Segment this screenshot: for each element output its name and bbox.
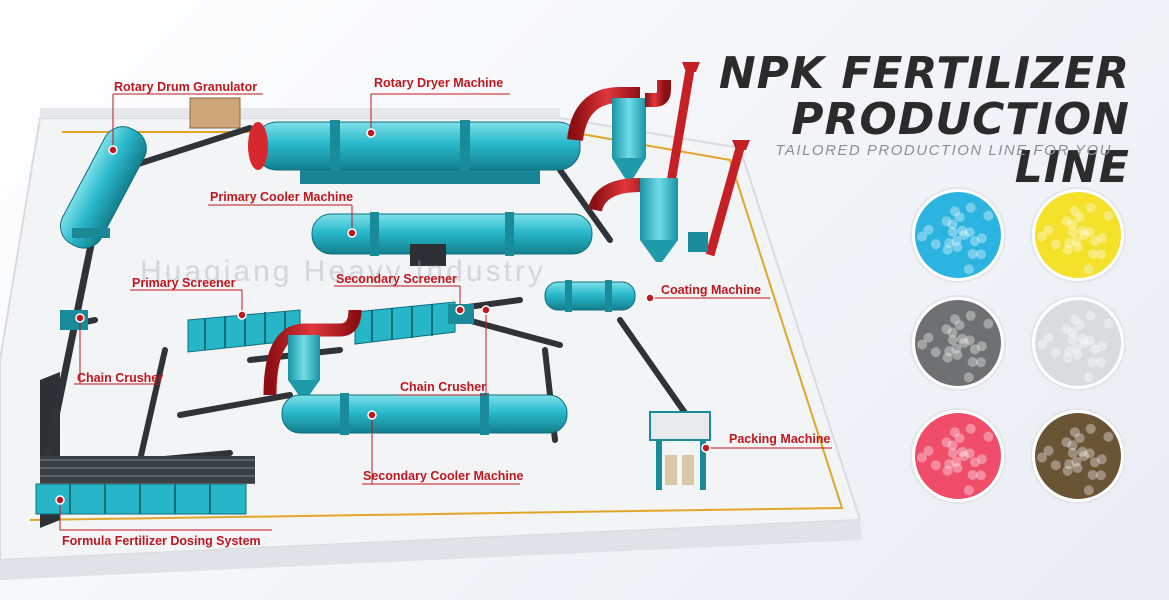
label-secondary-screener: Secondary Screener	[336, 272, 457, 286]
label-chain-crusher-left: Chain Crusher	[77, 371, 164, 385]
page-subtitle: TAILORED PRODUCTION LINE FOR YOU	[775, 142, 1112, 159]
sample-yellow-granules	[1030, 187, 1126, 283]
sample-brown-granules	[1030, 408, 1126, 504]
watermark: Huaqiang Heavy Industry	[140, 255, 546, 288]
label-primary-cooler: Primary Cooler Machine	[210, 190, 354, 204]
label-packing-machine: Packing Machine	[729, 432, 831, 446]
label-leader-lines	[59, 93, 832, 531]
back-wall	[40, 108, 560, 118]
sample-blue-granules	[910, 187, 1006, 283]
secondary-cooler-machine	[281, 393, 568, 435]
dryer-dust-collector	[567, 62, 700, 201]
sample-gray-granules	[910, 295, 1006, 391]
rotary-drum-granulator-machine	[60, 97, 241, 249]
secondary-screener-machine	[354, 301, 456, 345]
factory-floor-front-wall	[0, 520, 862, 580]
granule-samples	[910, 187, 1126, 504]
page-title-line-1: NPK FERTILIZER	[718, 48, 1130, 99]
label-coating-machine: Coating Machine	[661, 283, 762, 297]
label-chain-crusher-right: Chain Crusher	[400, 380, 487, 394]
label-formula-dosing-system: Formula Fertilizer Dosing System	[62, 534, 261, 548]
cooler-dust-collector	[588, 140, 750, 262]
sample-white-gray-granules	[1030, 295, 1126, 391]
sample-pink-granules	[910, 408, 1006, 504]
secondary-cooler-dust-collector	[263, 309, 362, 400]
packing-machine	[649, 411, 711, 490]
primary-cooler-machine	[311, 212, 593, 266]
label-rotary-drum-granulator: Rotary Drum Granulator	[114, 80, 258, 94]
formula-dosing-system-machine	[35, 456, 255, 515]
rotary-dryer-machine	[248, 120, 581, 184]
label-anchor-dots	[55, 128, 711, 505]
coating-machine	[544, 280, 636, 312]
page-title-line-2: PRODUCTION LINE	[791, 94, 1130, 193]
label-rotary-dryer: Rotary Dryer Machine	[374, 76, 504, 90]
label-primary-screener: Primary Screener	[132, 276, 236, 290]
label-secondary-cooler: Secondary Cooler Machine	[363, 469, 524, 483]
